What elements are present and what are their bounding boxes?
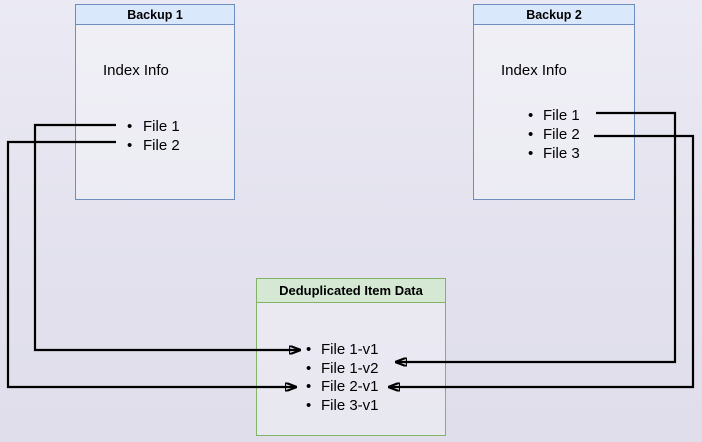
dedup-box: Deduplicated Item Data • File 1-v1 • Fil… [256, 278, 446, 436]
backup2-file-list: • File 1 • File 2 • File 3 [528, 106, 580, 163]
dedup-item-file2-v1: File 2-v1 [321, 378, 379, 395]
backup2-file-3: File 3 [543, 145, 580, 162]
bullet-icon: • [127, 118, 133, 135]
backup1-index-info-label: Index Info [103, 62, 169, 79]
list-item: • File 1-v2 [306, 360, 379, 379]
dedup-item-list: • File 1-v1 • File 1-v2 • File 2-v1 • Fi… [306, 341, 379, 415]
list-item: • File 1 [528, 106, 580, 125]
bullet-icon: • [306, 378, 312, 395]
list-item: • File 2 [528, 125, 580, 144]
list-item: • File 1 [127, 118, 180, 137]
backup1-file-1: File 1 [143, 118, 180, 135]
bullet-icon: • [528, 145, 534, 162]
list-item: • File 3 [528, 144, 580, 163]
bullet-icon: • [306, 341, 312, 358]
dedup-item-file3-v1: File 3-v1 [321, 396, 379, 414]
backup1-box: Backup 1 Index Info • File 1 • File 2 [75, 4, 235, 200]
bullet-icon: • [127, 136, 133, 154]
bullet-icon: • [528, 126, 534, 143]
backup1-file-2: File 2 [143, 136, 180, 154]
bullet-icon: • [306, 359, 312, 377]
list-item: • File 2-v1 [306, 378, 379, 397]
bullet-icon: • [528, 107, 534, 124]
bullet-icon: • [306, 396, 312, 414]
backup2-index-info-label: Index Info [501, 62, 567, 79]
backup2-file-1: File 1 [543, 107, 580, 124]
list-item: • File 2 [127, 137, 180, 156]
backup2-title: Backup 2 [474, 5, 634, 25]
list-item: • File 1-v1 [306, 341, 379, 360]
backup2-box: Backup 2 Index Info • File 1 • File 2 • … [473, 4, 635, 200]
list-item: • File 3-v1 [306, 397, 379, 416]
backup1-title: Backup 1 [76, 5, 234, 25]
dedup-title: Deduplicated Item Data [257, 279, 445, 303]
backup1-file-list: • File 1 • File 2 [127, 118, 180, 155]
dedup-item-file1-v1: File 1-v1 [321, 341, 379, 358]
backup2-file-2: File 2 [543, 126, 580, 143]
dedup-item-file1-v2: File 1-v2 [321, 359, 379, 377]
